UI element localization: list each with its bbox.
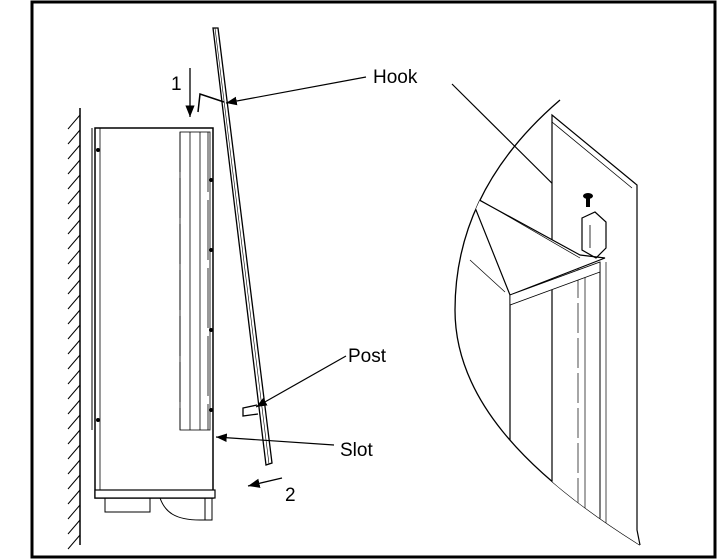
slot-label: Slot xyxy=(340,440,373,461)
wall-hatch-line xyxy=(67,174,81,190)
detail-view xyxy=(454,99,641,546)
wall-hatch-line xyxy=(67,429,81,445)
screw-icon xyxy=(583,193,593,207)
step2-number: 2 xyxy=(285,485,296,506)
step1-number: 1 xyxy=(171,74,182,95)
wall-hatch-line xyxy=(67,369,81,385)
post-label: Post xyxy=(348,346,387,367)
wall-hatch-line xyxy=(67,264,81,280)
slot-leader-line xyxy=(215,433,335,446)
wall-hatch-line xyxy=(67,309,81,325)
wall-hatch-line xyxy=(67,294,81,310)
wall-hatch-line xyxy=(67,204,81,220)
wall-hatch-line xyxy=(67,339,81,355)
post-leader-line xyxy=(255,355,347,408)
wall-hatch-line xyxy=(67,114,81,130)
wall-hatch-line xyxy=(67,519,81,535)
wall-hatch-line xyxy=(67,489,81,505)
wall-hatch-line xyxy=(67,504,81,520)
wall xyxy=(67,108,81,550)
wall-hatch-line xyxy=(67,219,81,235)
wall-hatch-line xyxy=(67,534,81,550)
hook-leader-line xyxy=(225,76,367,106)
wall-hatch-line xyxy=(67,459,81,475)
wall-hatch-line xyxy=(67,129,81,145)
frame-border xyxy=(30,0,717,559)
wall-hatch-line xyxy=(67,399,81,415)
wall-hatch-line xyxy=(67,159,81,175)
wall-hatch-line xyxy=(67,189,81,205)
wall-hatch-line xyxy=(67,144,81,160)
wall-hatch-line xyxy=(67,354,81,370)
wall-hatch-line xyxy=(67,279,81,295)
wall-hatch-line xyxy=(67,324,81,340)
wall-hatch-line xyxy=(67,384,81,400)
wall-hatch-line xyxy=(67,234,81,250)
wall-hatch-line xyxy=(67,444,81,460)
inverter-unit xyxy=(91,127,216,521)
wall-hatch-line xyxy=(67,249,81,265)
hook-label: Hook xyxy=(373,67,418,88)
mounting-plate xyxy=(197,27,273,466)
wall-hatch-line xyxy=(67,474,81,490)
wall-hatch-line xyxy=(67,414,81,430)
step2-arrow xyxy=(247,477,283,488)
